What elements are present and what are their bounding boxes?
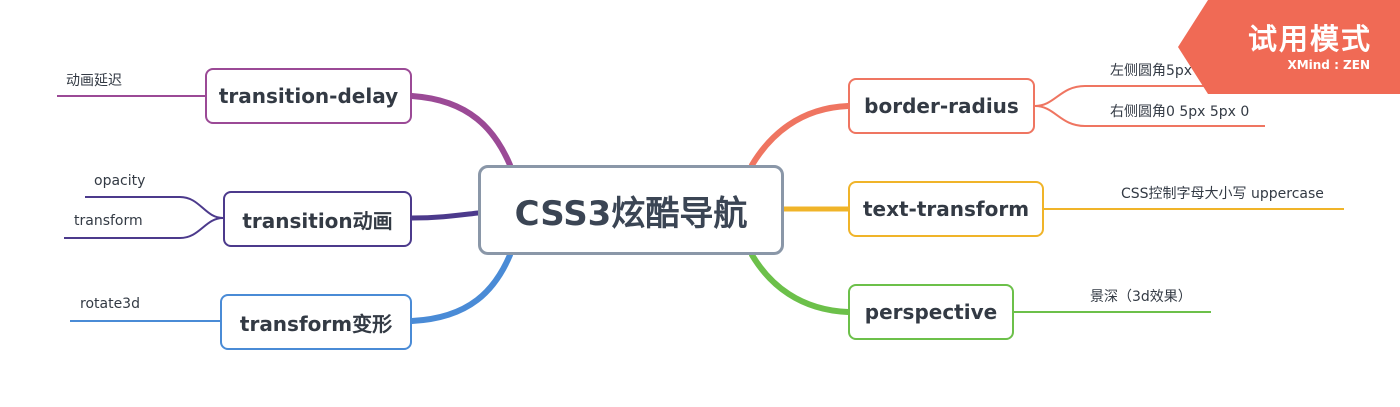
topic-label: text-transform (862, 197, 1030, 221)
topic-border-radius[interactable]: border-radius (848, 78, 1035, 134)
connector-transform (409, 252, 513, 324)
leaf-line-opacity (85, 196, 224, 219)
topic-transition[interactable]: transition动画 (223, 191, 412, 247)
leaf-line-transform (64, 217, 224, 239)
connector-radius (749, 103, 851, 168)
leaf-radius-right[interactable]: 右侧圆角0 5px 5px 0 (1110, 104, 1250, 120)
leaf-opacity[interactable]: opacity (94, 173, 146, 189)
leaf-text-transform[interactable]: CSS控制字母大小写 uppercase (1121, 186, 1324, 202)
leaf-rotate3d[interactable]: rotate3d (80, 296, 140, 312)
topic-text-transform[interactable]: text-transform (848, 181, 1044, 237)
root-topic[interactable]: CSS3炫酷导航 (478, 165, 784, 255)
topic-label: perspective (864, 300, 998, 324)
connector-delay (409, 93, 513, 168)
connector-transition (409, 210, 481, 221)
root-label: CSS3炫酷导航 (514, 193, 748, 234)
topic-label: transform变形 (239, 311, 393, 336)
leaf-transform[interactable]: transform (74, 213, 143, 229)
connector-perspective (749, 252, 851, 315)
topic-transition-delay[interactable]: transition-delay (205, 68, 412, 124)
leaf-perspective[interactable]: 景深（3d效果） (1090, 289, 1192, 305)
badge-brand: XMind : ZEN (1287, 58, 1370, 72)
topic-transform[interactable]: transform变形 (220, 294, 412, 350)
trial-mode-badge: 试用模式 XMind : ZEN (1178, 0, 1400, 94)
badge-title: 试用模式 (1247, 22, 1372, 56)
topic-perspective[interactable]: perspective (848, 284, 1014, 340)
topic-label: transition动画 (242, 208, 393, 233)
leaf-delay[interactable]: 动画延迟 (66, 73, 122, 89)
leaf-line-radius-right (1034, 105, 1265, 127)
topic-label: border-radius (864, 94, 1019, 118)
topic-label: transition-delay (218, 84, 399, 108)
leaf-line-radius-left (1034, 85, 1265, 107)
